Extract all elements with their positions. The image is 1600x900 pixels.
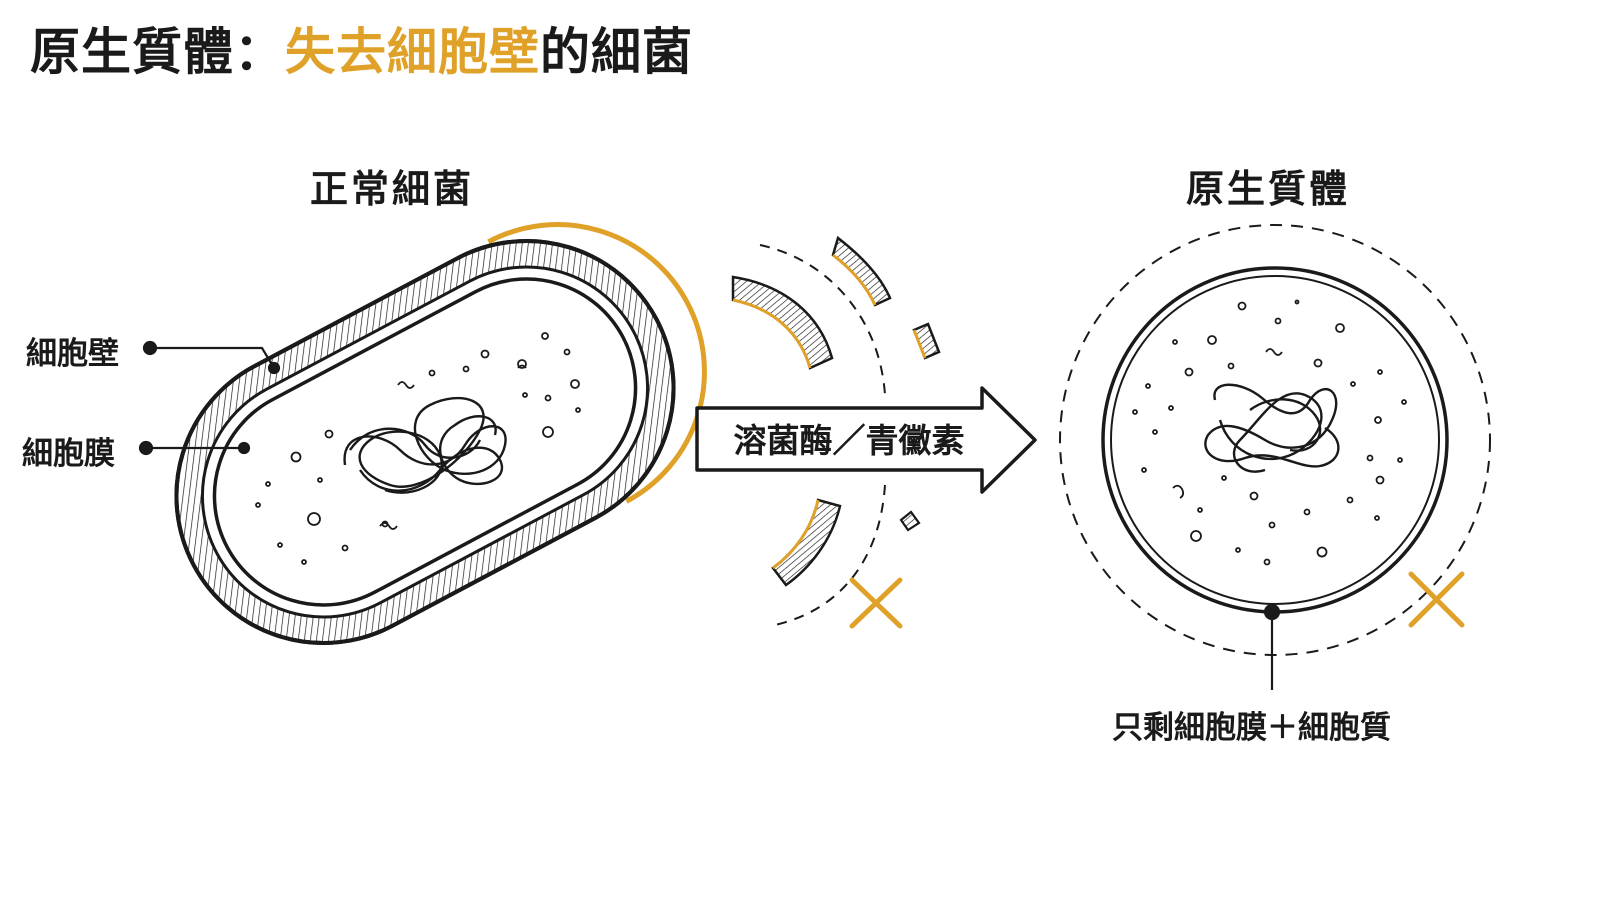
protoplast-heading: 原生質體 <box>1186 167 1351 211</box>
wall-fragment-2 <box>831 235 892 307</box>
normal-bacterium <box>174 222 707 645</box>
cell-membrane <box>212 277 638 607</box>
normal-bacteria-heading: 正常細菌 <box>310 167 475 211</box>
wall-fragment-1 <box>731 275 834 370</box>
x-mark-right <box>1408 571 1465 628</box>
page-title: 原生質體：失去細胞壁的細菌 <box>30 22 693 82</box>
wall-fragment-4 <box>771 498 842 587</box>
cytoplasm-granules-left <box>255 332 581 565</box>
cell-membrane-label: 細胞膜 <box>22 436 115 472</box>
process-arrow <box>695 386 1037 494</box>
nucleoid-right <box>1204 383 1340 473</box>
nucleoid-left <box>343 397 507 494</box>
dashed-arcs-middle <box>759 244 886 626</box>
callout-leaders <box>138 340 281 456</box>
title-suffix: 的細菌 <box>540 23 693 81</box>
title-highlight: 失去細胞壁 <box>285 23 540 81</box>
wall-accent-stroke <box>487 222 707 504</box>
cytoplasm-granules-right <box>1132 299 1407 566</box>
wall-fragment-5 <box>899 510 921 532</box>
title-prefix: 原生質體： <box>30 23 285 81</box>
x-mark-middle <box>849 577 903 629</box>
cell-wall-label: 細胞壁 <box>26 336 119 372</box>
wall-fragment-3 <box>912 322 941 360</box>
protoplast-caption: 只剩細胞膜＋細胞質 <box>1112 710 1391 746</box>
former-wall-dashed-outline <box>1059 224 1491 656</box>
caption-leader <box>1263 603 1281 690</box>
arrow-label: 溶菌酶／青黴素 <box>734 421 965 460</box>
